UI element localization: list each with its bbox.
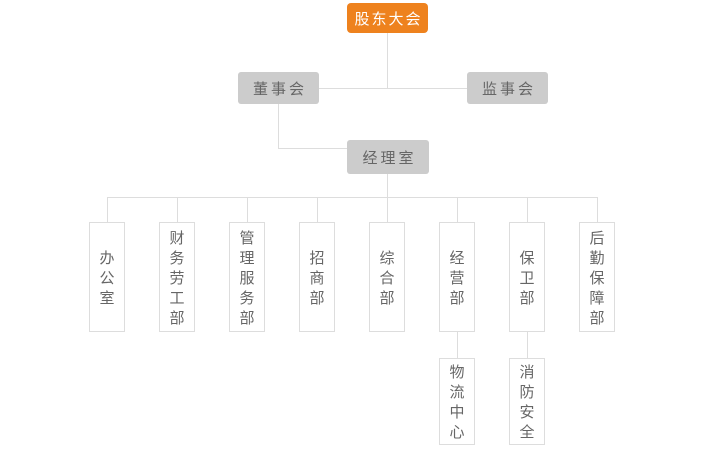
org-node-office[interactable]: 办公室 — [89, 222, 125, 332]
org-node-operations-dept[interactable]: 经营部 — [439, 222, 475, 332]
org-node-manager-office[interactable]: 经理室 — [347, 140, 429, 174]
connector-board-drop — [278, 104, 279, 149]
org-node-shareholders-meeting[interactable]: 股东大会 — [347, 3, 428, 33]
org-node-board-of-directors[interactable]: 董事会 — [238, 72, 319, 104]
org-node-fire-safety[interactable]: 消防安全 — [509, 358, 545, 445]
connector-security-drop — [527, 332, 528, 358]
connector-dept-drop — [107, 197, 108, 222]
connector-dept-drop — [177, 197, 178, 222]
connector-dept-drop — [597, 197, 598, 222]
connector-operations-drop — [457, 332, 458, 358]
org-node-logistics-support-dept[interactable]: 后勤保障部 — [579, 222, 615, 332]
connector-dept-drop — [247, 197, 248, 222]
connector-dept-drop — [457, 197, 458, 222]
org-node-management-service-dept[interactable]: 管理服务部 — [229, 222, 265, 332]
org-node-security-dept[interactable]: 保卫部 — [509, 222, 545, 332]
org-node-logistics-center[interactable]: 物流中心 — [439, 358, 475, 445]
org-node-supervisory-board[interactable]: 监事会 — [467, 72, 548, 104]
connector-level2-bar — [319, 88, 467, 89]
org-node-investment-dept[interactable]: 招商部 — [299, 222, 335, 332]
org-node-finance-labor-dept[interactable]: 财务劳工部 — [159, 222, 195, 332]
org-node-general-dept[interactable]: 综合部 — [369, 222, 405, 332]
connector-board-to-manager — [278, 148, 347, 149]
connector-dept-drop — [527, 197, 528, 222]
connector-manager-drop — [387, 174, 388, 198]
connector-root-drop — [387, 33, 388, 88]
connector-department-bus — [107, 197, 597, 198]
connector-dept-drop — [387, 197, 388, 222]
connector-dept-drop — [317, 197, 318, 222]
